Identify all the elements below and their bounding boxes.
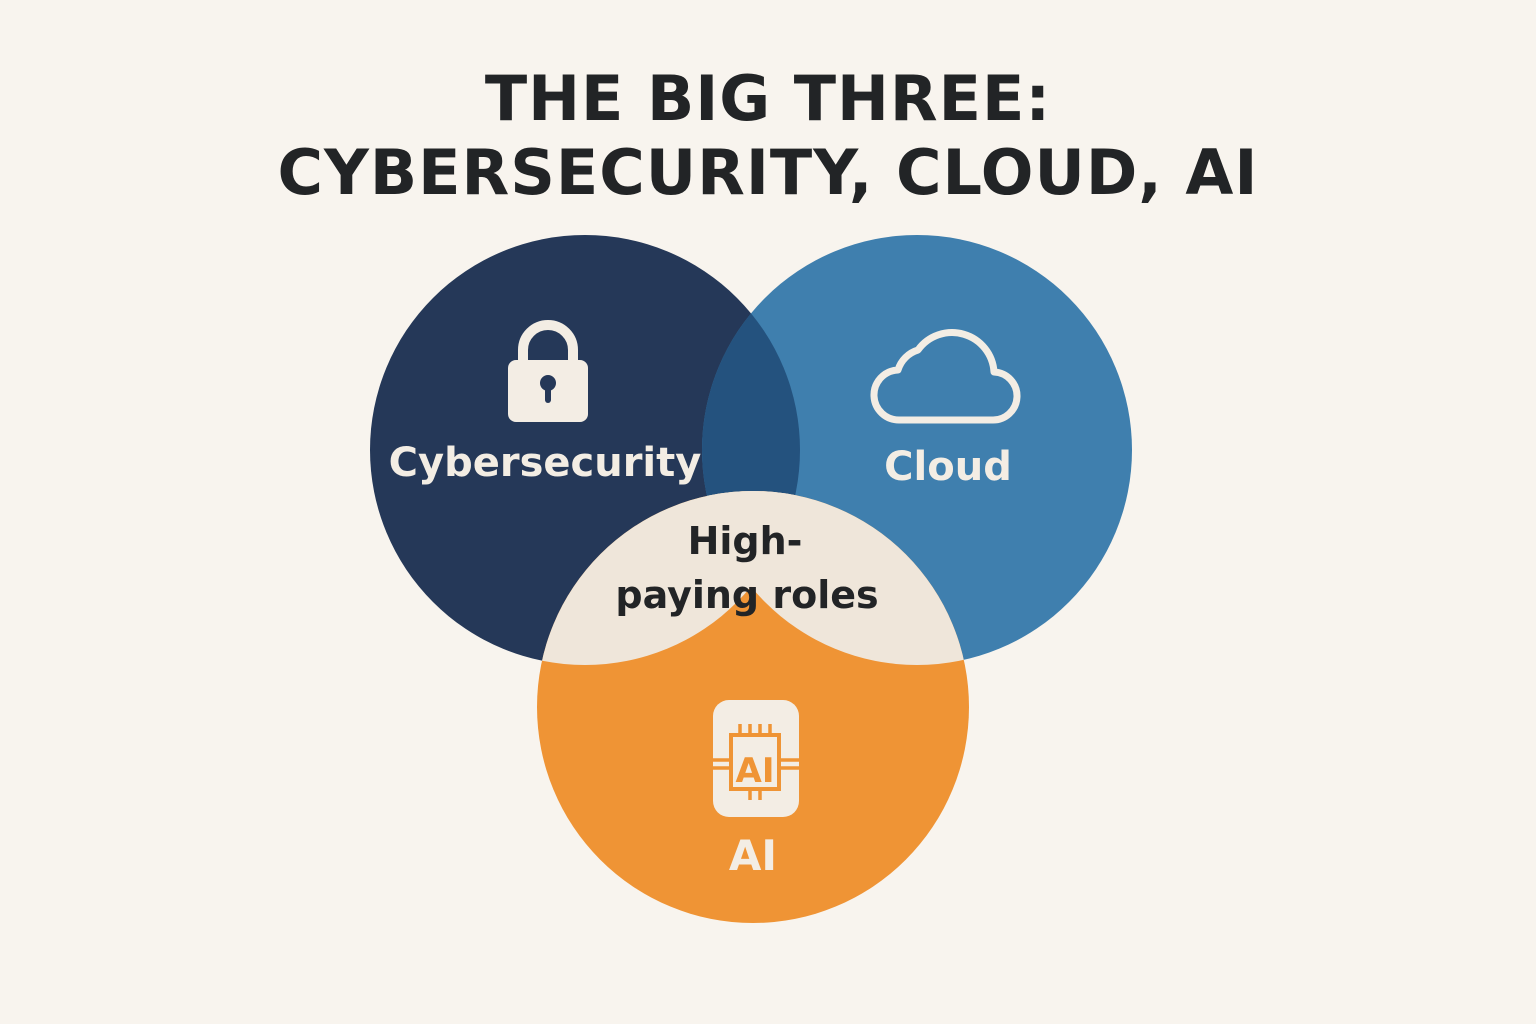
cloud-label: Cloud bbox=[884, 444, 1012, 490]
center-region-cloud bbox=[702, 491, 969, 665]
cloud-icon bbox=[870, 329, 1021, 424]
title: THE BIG THREE: CYBERSECURITY, CLOUD, AI bbox=[0, 62, 1536, 210]
center-region-cyber bbox=[537, 491, 800, 665]
title-line-2: CYBERSECURITY, CLOUD, AI bbox=[277, 136, 1259, 209]
ai-chip-text: AI bbox=[736, 751, 775, 791]
lock-icon bbox=[508, 320, 588, 422]
cybersecurity-label: Cybersecurity bbox=[389, 440, 702, 486]
center-label-line-1: High- bbox=[688, 519, 803, 563]
ai-label: AI bbox=[729, 831, 777, 880]
ai-chip-icon: AI bbox=[713, 700, 799, 817]
center-label-line-2: paying roles bbox=[615, 573, 878, 617]
title-line-1: THE BIG THREE: bbox=[484, 62, 1052, 135]
